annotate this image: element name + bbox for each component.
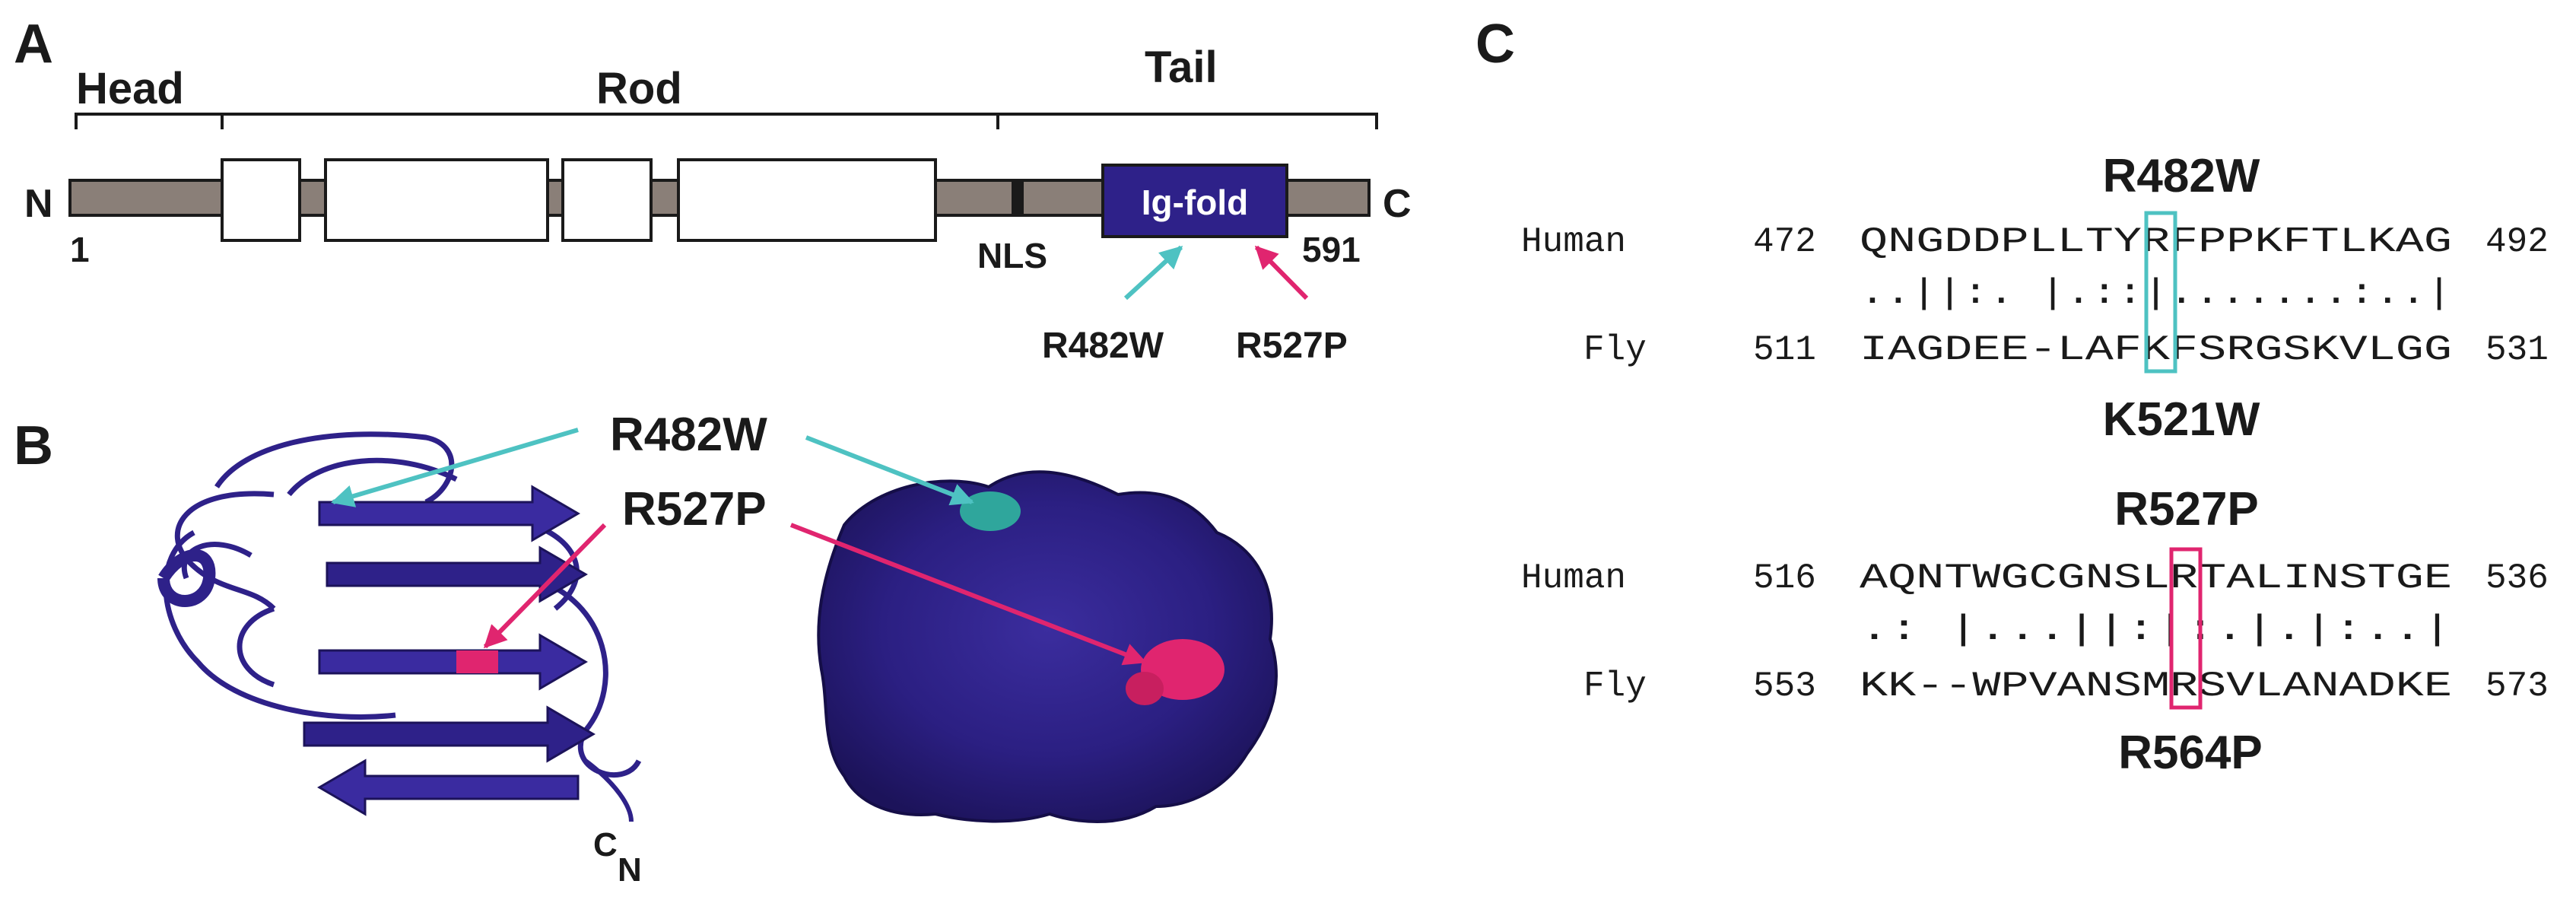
rod-bracket — [221, 113, 999, 129]
igfold-box — [1101, 164, 1288, 238]
coil-segment-2b — [677, 158, 937, 242]
panel-a-label: A — [14, 14, 53, 75]
start-residue: 1 — [70, 230, 90, 269]
r482w-label-b: R482W — [610, 409, 767, 461]
c-terminus-label: C — [1383, 182, 1412, 226]
tail-label: Tail — [1145, 43, 1218, 92]
r527p-site-ribbon — [456, 650, 498, 673]
alignment-1-fly-label: Fly — [1583, 330, 1647, 370]
alignment-1-highlight-box — [2144, 211, 2177, 374]
nls-label: NLS — [977, 236, 1047, 275]
panel-b: B C N R482W R527P — [14, 409, 1278, 889]
coil-segment-2a — [561, 158, 653, 242]
protein-surface — [817, 470, 1278, 823]
alignment-2-human-end: 536 — [2485, 558, 2549, 598]
n-terminus-ribbon: N — [618, 851, 642, 889]
r527p-arrow-surface — [789, 523, 1147, 666]
strand-4 — [303, 705, 596, 763]
alignment-2-match-line: .: |...||:|:.|.|:..| — [1860, 610, 2452, 650]
rod-label: Rod — [596, 64, 682, 113]
panel-b-label: B — [14, 415, 53, 476]
r527p-label-b: R527P — [622, 483, 767, 536]
igfold-label: Ig-fold — [1142, 183, 1249, 222]
alignment-2-human-start: 516 — [1753, 558, 1816, 598]
alignment-1-human-label: Human — [1521, 222, 1626, 262]
alignment-1-human-seq: QNGDDPLLTYRFPPKFTLKAG — [1860, 222, 2452, 262]
strand-2 — [326, 545, 588, 603]
surface-structure — [817, 470, 1278, 823]
alignment-2-human-label: Human — [1521, 558, 1626, 598]
alignment-1-fly-mutation: K521W — [2103, 393, 2260, 446]
r482w-arrow-surface — [805, 435, 974, 506]
alignment-2-fly-seq: KK--WPVANSMRSVLANADKE — [1860, 666, 2452, 706]
tail-bracket — [996, 113, 1378, 129]
alignment-2-fly-start: 553 — [1753, 666, 1816, 706]
alignment-1-match-line: ..||:. |.::|.......:..| — [1860, 274, 2452, 313]
r527p-label-a: R527P — [1236, 326, 1348, 366]
r482w-arrow-a — [1123, 245, 1183, 301]
alignment-1-human-end: 492 — [2485, 222, 2549, 262]
alignment-1-fly-start: 511 — [1753, 330, 1816, 370]
panel-c: C R482W Human 472 QNGDDPLLTYRFPPKFTLKAG … — [1475, 14, 2549, 779]
r527p-arrow-a — [1254, 245, 1309, 301]
alignment-2-human-mutation: R527P — [2114, 483, 2259, 536]
panel-c-label: C — [1475, 14, 1515, 75]
alignment-2-fly-end: 573 — [2485, 666, 2549, 706]
panel-a: A Head Rod Tail Ig-fold N C 1 NLS 591 R4… — [14, 14, 1412, 366]
helix-turn — [157, 549, 216, 607]
c-terminus-ribbon: C — [593, 826, 618, 863]
alignment-1: R482W Human 472 QNGDDPLLTYRFPPKFTLKAG 49… — [1521, 150, 2549, 446]
alignment-2-fly-label: Fly — [1583, 666, 1647, 706]
alignment-1-fly-end: 531 — [2485, 330, 2549, 370]
coil-segment-1a — [221, 158, 301, 242]
r527p-site-surface-2 — [1126, 672, 1164, 705]
alignment-2-fly-mutation: R564P — [2118, 727, 2263, 779]
head-bracket — [75, 113, 224, 129]
alignment-1-fly-seq: IAGDEE-LAFKFSRGSKVLGG — [1860, 330, 2452, 370]
alignment-2: R527P Human 516 AQNTWGCGNSLRTALINSTGE 53… — [1521, 483, 2549, 779]
end-residue: 591 — [1302, 230, 1361, 269]
strand-5 — [317, 758, 580, 816]
ribbon-structure: C N — [157, 431, 642, 889]
r482w-arrow-ribbon — [331, 428, 579, 507]
r482w-site-surface — [960, 491, 1021, 531]
alignment-1-human-start: 472 — [1753, 222, 1816, 262]
head-label: Head — [76, 64, 184, 113]
nls-mark — [1012, 180, 1024, 215]
alignment-1-human-mutation: R482W — [2103, 150, 2260, 202]
r482w-label-a: R482W — [1042, 326, 1164, 366]
ribbon-tail — [584, 758, 634, 822]
strand-1 — [318, 485, 580, 542]
alignment-2-highlight-box — [2169, 547, 2203, 710]
strand-3 — [318, 633, 588, 691]
alignment-2-human-seq: AQNTWGCGNSLRTALINSTGE — [1860, 558, 2452, 598]
coil-segment-1b — [324, 158, 549, 242]
n-terminus-label: N — [24, 182, 53, 226]
r527p-arrow-ribbon — [483, 523, 607, 649]
